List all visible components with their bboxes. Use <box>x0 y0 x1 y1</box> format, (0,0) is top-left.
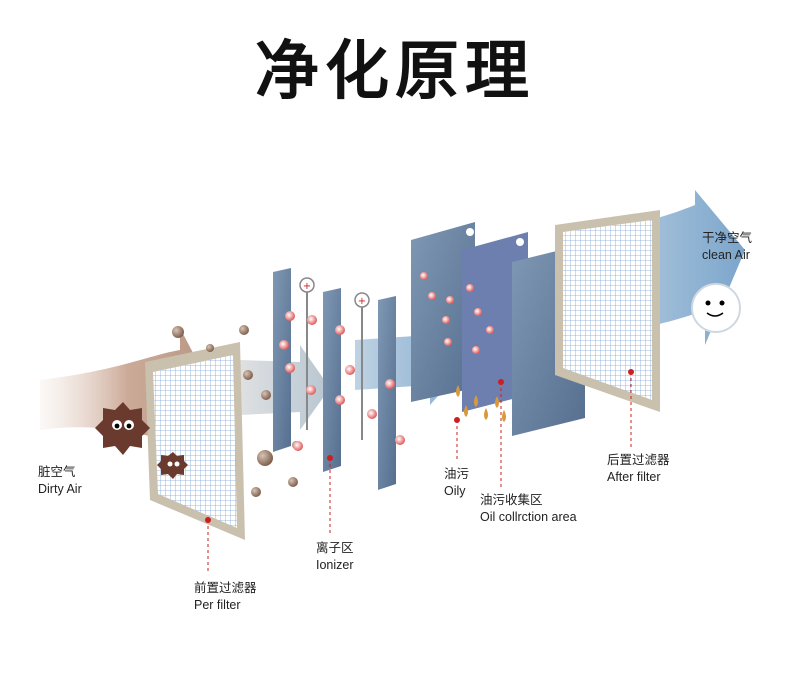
label-dirty-air-cn: 脏空气 <box>38 465 76 479</box>
label-clean-air: 干净空气 clean Air <box>702 230 752 264</box>
label-ionizer-cn: 离子区 <box>316 541 354 555</box>
label-dirty-air-en: Dirty Air <box>38 482 82 496</box>
label-ionizer-en: Ionizer <box>316 558 354 572</box>
label-oil-collection: 油污收集区 Oil collrction area <box>480 492 577 526</box>
label-pre-filter-cn: 前置过滤器 <box>194 581 257 595</box>
pre-filter <box>145 342 245 540</box>
page-title: 净化原理 <box>255 35 535 109</box>
svg-text:+: + <box>303 281 311 292</box>
dirt-particle-icon <box>95 402 150 455</box>
label-dirty-air: 脏空气 Dirty Air <box>38 464 82 498</box>
label-oily: 油污 Oily <box>444 466 469 500</box>
label-oily-cn: 油污 <box>444 467 470 481</box>
after-filter <box>555 210 660 412</box>
dirt-particle-small-icon <box>157 452 188 479</box>
label-clean-air-cn: 干净空气 <box>702 231 753 245</box>
label-pre-filter-en: Per filter <box>194 598 241 612</box>
label-oil-collection-cn: 油污收集区 <box>480 493 543 507</box>
captured-particles <box>420 272 494 354</box>
label-after-filter: 后置过滤器 After filter <box>607 452 670 486</box>
pointer-lines <box>207 372 632 573</box>
label-ionizer: 离子区 Ionizer <box>316 540 354 574</box>
oil-collection-plates <box>411 222 585 436</box>
dust-particles <box>172 325 300 497</box>
label-clean-air-en: clean Air <box>702 248 750 262</box>
ion-particles <box>279 311 405 451</box>
label-after-filter-en: After filter <box>607 470 661 484</box>
label-oil-collection-en: Oil collrction area <box>480 510 577 524</box>
label-oily-en: Oily <box>444 484 466 498</box>
label-after-filter-cn: 后置过滤器 <box>607 453 670 467</box>
clean-air-bubble-icon <box>691 283 741 333</box>
label-pre-filter: 前置过滤器 Per filter <box>194 580 257 614</box>
svg-text:+: + <box>358 296 366 307</box>
pointer-dots <box>205 369 634 523</box>
oil-drops-icon <box>456 385 506 422</box>
